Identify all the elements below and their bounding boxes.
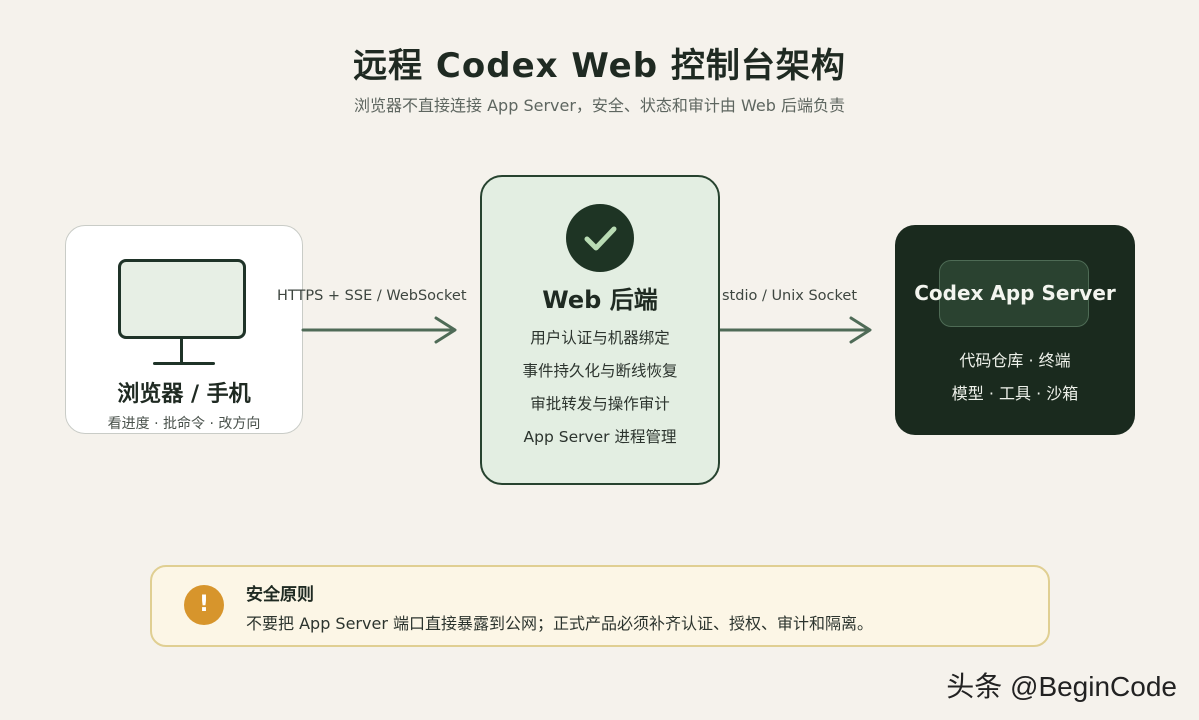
server-title: Codex App Server: [914, 281, 1116, 305]
backend-title: Web 后端: [542, 286, 658, 314]
warning-icon: !: [184, 585, 224, 625]
connection-label-https: HTTPS + SSE / WebSocket: [277, 288, 467, 304]
server-title-highlight: [939, 260, 1089, 327]
client-title: 浏览器 / 手机: [117, 382, 251, 407]
arrowhead-client-backend: [434, 316, 457, 344]
page-title: 远程 Codex Web 控制台架构: [353, 46, 846, 86]
list-item: 事件持久化与断线恢复: [522, 362, 678, 380]
list-item: 用户认证与机器绑定: [530, 329, 670, 347]
backend-responsibilities: 用户认证与机器绑定 事件持久化与断线恢复 审批转发与操作审计 App Serve…: [480, 326, 720, 458]
security-title: 安全原则: [246, 585, 314, 605]
monitor-icon: [118, 259, 246, 339]
security-notice: [150, 565, 1050, 647]
client-subtitle: 看进度 · 批命令 · 改方向: [107, 416, 261, 432]
watermark: 头条 @BeginCode: [946, 671, 1177, 702]
arrowhead-backend-server: [849, 316, 872, 344]
security-text: 不要把 App Server 端口直接暴露到公网；正式产品必须补齐认证、授权、审…: [246, 614, 873, 633]
monitor-stand: [180, 339, 183, 363]
server-line-2: 模型 · 工具 · 沙箱: [951, 384, 1079, 403]
list-item: App Server 进程管理: [523, 428, 677, 446]
page-subtitle: 浏览器不直接连接 App Server，安全、状态和审计由 Web 后端负责: [354, 96, 845, 115]
server-line-1: 代码仓库 · 终端: [959, 351, 1071, 370]
check-icon: [566, 204, 634, 272]
list-item: 审批转发与操作审计: [530, 395, 670, 413]
monitor-base: [153, 362, 215, 365]
connection-label-stdio: stdio / Unix Socket: [722, 288, 858, 304]
